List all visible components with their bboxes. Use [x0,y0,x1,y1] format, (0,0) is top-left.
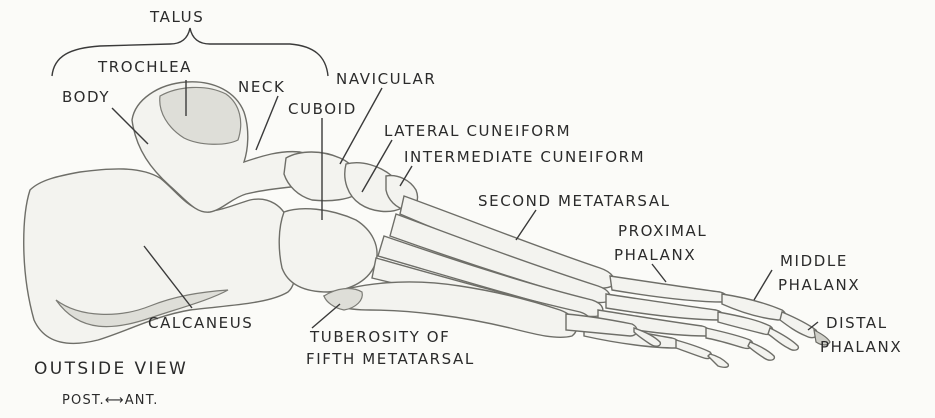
distal-phalanx-label-line1: DISTAL [826,314,888,332]
lateral-cuneiform-label: LATERAL CUNEIFORM [384,122,571,140]
proximal-phalanx-label-line2: PHALANX [614,246,696,264]
middle-phalanx-label-line2: PHALANX [778,276,860,294]
cuboid-bone [279,209,377,292]
proximal-phalanx-leader [652,264,666,282]
cuboid-label: CUBOID [288,100,357,118]
middle-phalanx-label-line1: MIDDLE [780,252,848,270]
navicular-label: NAVICULAR [336,70,436,88]
calcaneus-label: CALCANEUS [148,314,253,332]
middle-phalanx-leader [754,270,772,300]
tuberosity-leader [312,304,340,328]
tuberosity-label-line1: TUBEROSITY OF [309,328,450,346]
talus-label: TALUS [149,8,204,26]
second-metatarsal-label: SECOND METATARSAL [478,192,671,210]
orientation-caption: POST.⟷ANT. [62,393,159,408]
intermediate-cuneiform-label: INTERMEDIATE CUNEIFORM [404,148,645,166]
distal-phalanx-label-line2: PHALANX [820,338,902,356]
body-label: BODY [62,88,110,106]
neck-label: NECK [238,78,285,96]
proximal-phalanx-label-line1: PROXIMAL [618,222,707,240]
neck-leader [256,96,278,150]
view-caption: OUTSIDE VIEW [34,359,188,379]
tuberosity-label-line2: FIFTH METATARSAL [306,350,475,368]
trochlea-label: TROCHLEA [97,58,192,76]
second-metatarsal-leader [516,210,536,240]
